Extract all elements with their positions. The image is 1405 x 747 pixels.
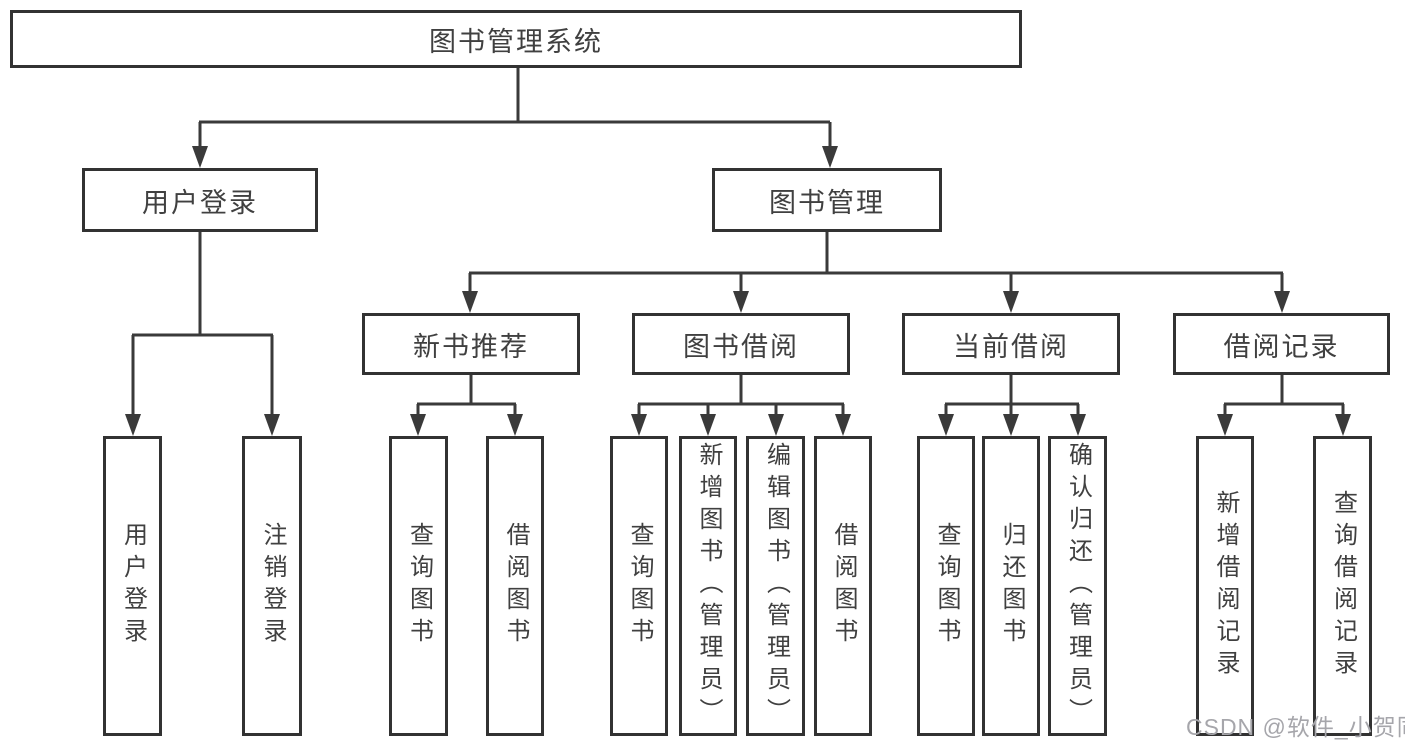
arrowhead-icon [1070,414,1086,436]
node-label: 查询借阅记录 [1329,490,1357,682]
arrowhead-icon [462,291,478,313]
node-label: 注销登录 [259,522,286,650]
arrowhead-icon [822,146,838,168]
arrowhead-icon [1003,291,1019,313]
leaf-edit-books-admin: 编辑图书（管理员） [746,436,805,736]
leaf-query-books: 查询图书 [389,436,448,736]
arrowhead-icon [938,414,954,436]
branch-book-borrow [631,375,851,436]
branch-new-book [410,375,523,436]
arrowhead-icon [410,414,426,436]
node-root-system: 图书管理系统 [10,10,1022,68]
node-label: 借阅图书 [830,522,857,650]
node-book-management: 图书管理 [712,168,942,232]
leaf-query-borrow-record: 查询借阅记录 [1313,436,1372,736]
node-label: 借阅记录 [1223,331,1340,362]
arrowhead-icon [835,414,851,436]
node-user-login: 用户登录 [82,168,318,232]
arrowhead-icon [1274,291,1290,313]
arrowhead-icon [768,414,784,436]
node-label: 查询图书 [405,522,433,650]
leaf-borrow-books: 借阅图书 [486,436,544,736]
arrowhead-icon [1217,414,1233,436]
arrowhead-icon [1003,414,1019,436]
leaf-logout: 注销登录 [242,436,302,736]
arrowhead-icon [733,291,749,313]
leaf-query-books: 查询图书 [917,436,975,736]
node-label: 当前借阅 [953,331,1069,362]
leaf-user-login: 用户登录 [103,436,162,736]
branch-book-mgmt [462,232,1290,313]
node-label: 图书管理 [769,187,885,218]
node-current-borrow: 当前借阅 [902,313,1120,375]
node-label: 归还图书 [998,522,1025,650]
leaf-borrow-books: 借阅图书 [814,436,872,736]
node-label: 借阅图书 [502,522,529,650]
node-label: 确认归还（管理员） [1064,442,1092,730]
arrowhead-icon [192,146,208,168]
arrowhead-icon [507,414,523,436]
node-label: 用户登录 [119,522,147,650]
node-label: 查询图书 [626,522,653,650]
node-book-borrow: 图书借阅 [632,313,850,375]
arrowhead-icon [1335,414,1351,436]
node-label: 新增借阅记录 [1212,490,1239,682]
branch-user-login [125,232,280,436]
node-label: 新书推荐 [413,331,529,362]
node-new-book-recommend: 新书推荐 [362,313,580,375]
node-label: 编辑图书（管理员） [762,442,790,730]
arrowhead-icon [125,414,141,436]
branch-borrow-records [1217,375,1351,436]
arrowhead-icon [631,414,647,436]
node-label: 图书借阅 [683,331,799,362]
node-borrow-records: 借阅记录 [1173,313,1390,375]
branch-current-borrow [938,375,1086,436]
node-label: 用户登录 [142,187,258,218]
arrowhead-icon [264,414,280,436]
leaf-query-books: 查询图书 [610,436,668,736]
branch-root [192,68,838,168]
node-label: 图书管理系统 [429,26,603,57]
node-label: 查询图书 [933,522,960,650]
arrowhead-icon [700,414,716,436]
leaf-confirm-return-admin: 确认归还（管理员） [1048,436,1107,736]
leaf-add-books-admin: 新增图书（管理员） [679,436,737,736]
leaf-return-books: 归还图书 [982,436,1040,736]
leaf-add-borrow-record: 新增借阅记录 [1196,436,1254,736]
node-label: 新增图书（管理员） [695,442,722,730]
